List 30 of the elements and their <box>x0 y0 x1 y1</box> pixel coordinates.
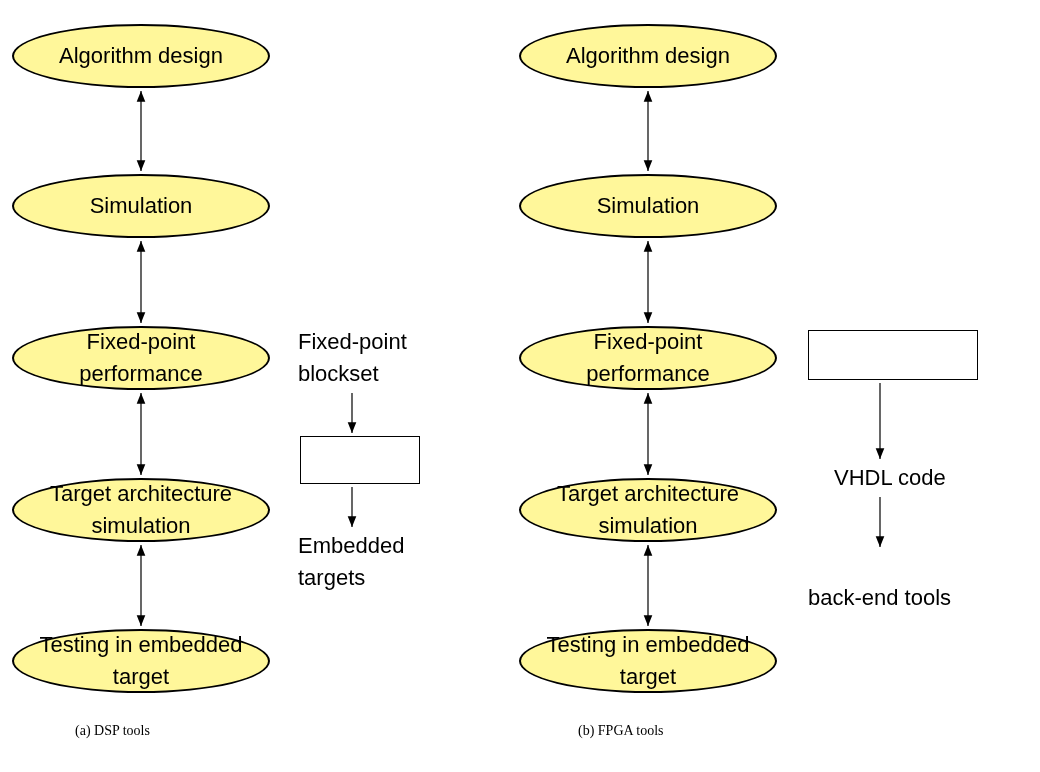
node-label: Fixed-point performance <box>78 328 204 388</box>
node-label: Testing in embedded target <box>38 631 244 691</box>
node-label: Simulation <box>596 192 700 220</box>
arrow <box>643 240 653 324</box>
step-label: Embedded targets <box>298 530 438 594</box>
node-label: Simulation <box>89 192 193 220</box>
node-label: Target architecture simulation <box>555 480 741 540</box>
arrow <box>136 240 146 324</box>
arrow <box>136 90 146 172</box>
arrow <box>875 496 885 548</box>
node-label: Target architecture simulation <box>48 480 234 540</box>
node-label: Algorithm design <box>566 42 730 70</box>
arrow <box>347 486 357 528</box>
step-label: Fixed-point blockset <box>298 326 438 390</box>
arrow <box>875 382 885 460</box>
caption: (a) DSP tools <box>75 723 150 739</box>
caption: (b) FPGA tools <box>578 723 664 739</box>
arrow <box>136 392 146 476</box>
arrow <box>136 544 146 627</box>
empty-box <box>300 436 420 484</box>
step-label: VHDL code <box>834 462 984 494</box>
step-label: back-end tools <box>808 550 958 646</box>
arrow <box>643 392 653 476</box>
arrow <box>643 544 653 627</box>
node-label: Testing in embedded target <box>545 631 751 691</box>
arrow <box>643 90 653 172</box>
node-label: Algorithm design <box>59 42 223 70</box>
arrow <box>347 392 357 434</box>
node-label: Fixed-point performance <box>585 328 711 388</box>
empty-box <box>808 330 978 380</box>
